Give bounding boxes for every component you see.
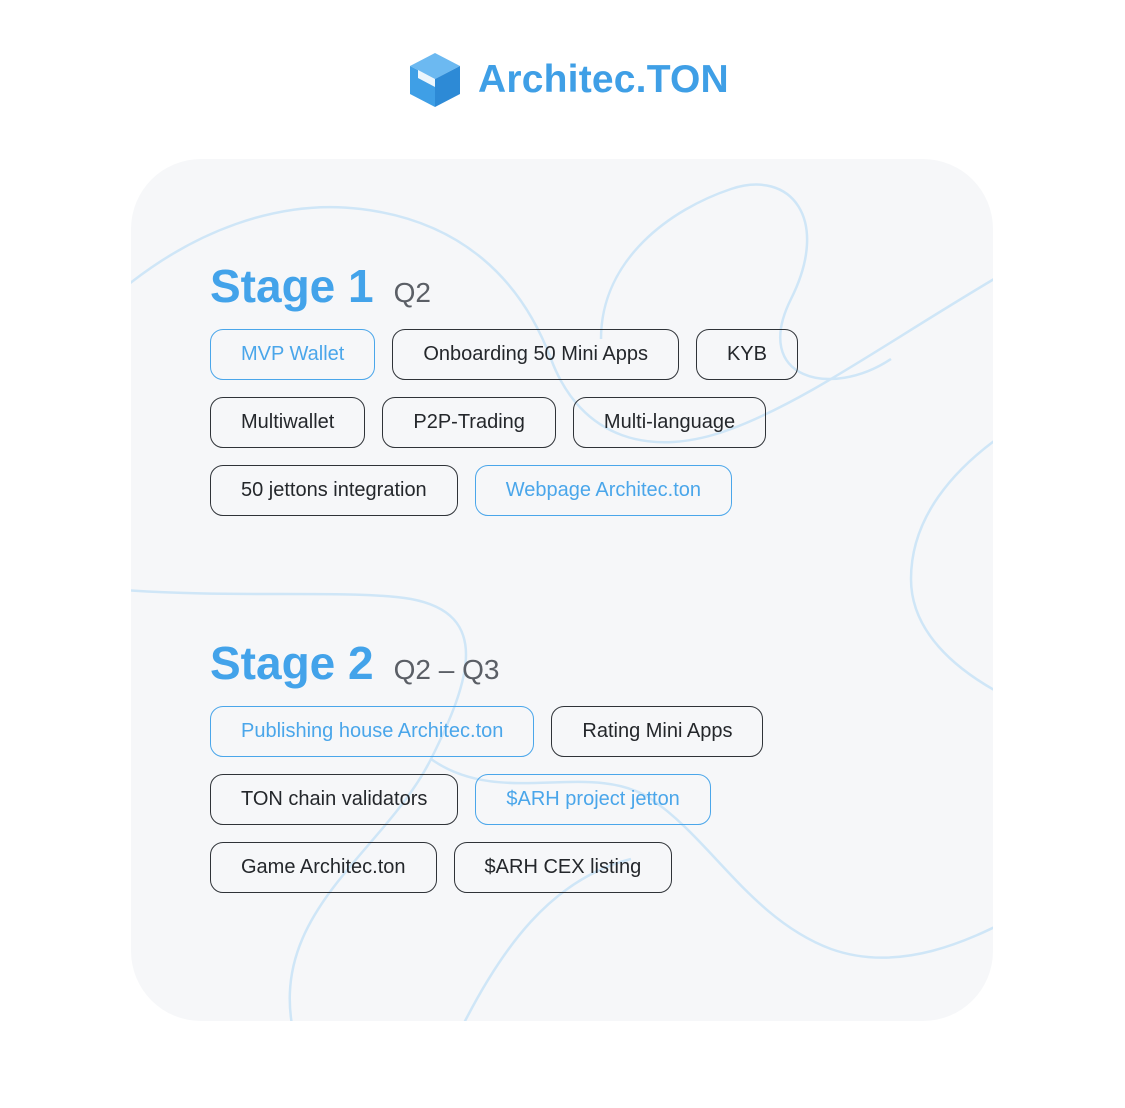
milestone-publishing-house: Publishing house Architec.ton: [210, 706, 535, 757]
stage-1-row-3: 50 jettons integration Webpage Architec.…: [210, 465, 798, 516]
milestone-jettons-integration: 50 jettons integration: [210, 465, 458, 516]
milestone-onboarding-mini-apps: Onboarding 50 Mini Apps: [392, 329, 679, 380]
stage-1-row-2: Multiwallet P2P-Trading Multi-language: [210, 397, 798, 448]
milestone-p2p-trading: P2P-Trading: [382, 397, 556, 448]
stage-1-header: Stage 1 Q2: [210, 259, 798, 317]
stage-2-section: Stage 2 Q2 – Q3 Publishing house Archite…: [210, 636, 764, 910]
cube-logo-icon: [410, 53, 460, 107]
roadmap-card: Stage 1 Q2 MVP Wallet Onboarding 50 Mini…: [131, 159, 993, 1021]
milestone-multi-language: Multi-language: [572, 397, 767, 448]
stage-2-row-3: Game Architec.ton $ARH CEX listing: [210, 842, 763, 893]
stage-1-row-1: MVP Wallet Onboarding 50 Mini Apps KYB: [210, 329, 798, 380]
milestone-mvp-wallet: MVP Wallet: [210, 329, 376, 380]
milestone-webpage: Webpage Architec.ton: [474, 465, 732, 516]
brand-logo: Architec.TON: [408, 50, 729, 110]
stage-2-title: Stage 2: [210, 637, 374, 689]
stage-2-row-2: TON chain validators $ARH project jetton: [210, 774, 763, 825]
stage-2-header: Stage 2 Q2 – Q3: [210, 636, 763, 694]
milestone-rating-mini-apps: Rating Mini Apps: [551, 706, 764, 757]
brand-name: Architec.TON: [478, 58, 729, 101]
stage-1-section: Stage 1 Q2 MVP Wallet Onboarding 50 Mini…: [210, 259, 798, 533]
stage-2-row-1: Publishing house Architec.ton Rating Min…: [210, 706, 764, 757]
stage-1-title: Stage 1: [210, 260, 374, 312]
milestone-arh-jetton: $ARH project jetton: [475, 774, 711, 825]
milestone-kyb: KYB: [695, 329, 798, 380]
decorative-wave-lines: [131, 183, 993, 1021]
milestone-cex-listing: $ARH CEX listing: [453, 842, 673, 893]
stage-1-period: Q2: [393, 277, 431, 308]
stage-2-period: Q2 – Q3: [393, 654, 500, 685]
milestone-ton-validators: TON chain validators: [210, 774, 459, 825]
milestone-multiwallet: Multiwallet: [210, 397, 366, 448]
milestone-game: Game Architec.ton: [210, 842, 437, 893]
